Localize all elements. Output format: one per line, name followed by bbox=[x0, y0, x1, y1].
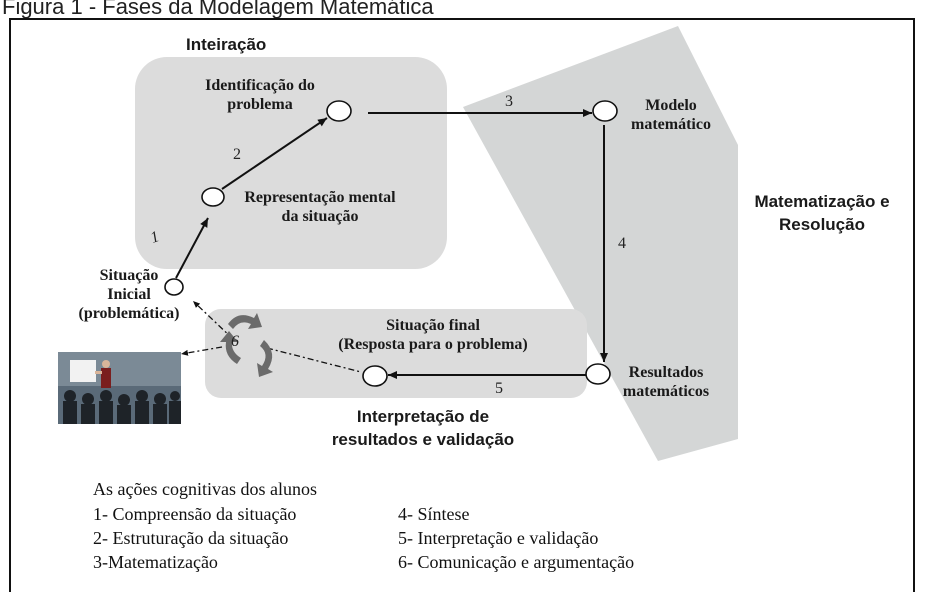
label-identificacao-line1: Identificação do bbox=[205, 77, 315, 94]
label-identificacao-line2: problema bbox=[227, 96, 293, 113]
edge-label-4: 4 bbox=[618, 235, 626, 252]
node-identificacao bbox=[326, 100, 352, 122]
phase-label-interpretacao-line2: resultados e validação bbox=[331, 430, 515, 449]
node-situacao-final bbox=[362, 365, 388, 387]
label-situacao-inicial: Situação Inicial (problemática) bbox=[70, 266, 188, 323]
legend-left-column: 1- Compreensão da situação 2- Estruturaç… bbox=[93, 502, 296, 574]
edge-6-to-final bbox=[266, 347, 362, 373]
phase-label-inteiracao: Inteiração bbox=[186, 35, 267, 54]
edge-2 bbox=[221, 117, 328, 190]
phase-label-interpretacao-line1: Interpretação de bbox=[356, 407, 490, 426]
edge-6-to-inicial bbox=[192, 300, 234, 340]
figure-caption: Figura 1 - Fases da Modelagem Matemática bbox=[2, 0, 434, 19]
label-resultados-line1: Resultados bbox=[628, 364, 704, 381]
phase-label-matematizacao-line1: Matematização e bbox=[754, 192, 890, 211]
phase-label-matematizacao-line2: Resolução bbox=[779, 215, 865, 234]
classroom-presentation-icon bbox=[58, 352, 181, 424]
label-situacao-final: Situação final (Resposta para o problema… bbox=[298, 316, 568, 354]
label-resultados: Resultados matemáticos bbox=[606, 363, 726, 401]
inteiracao-panel bbox=[135, 57, 447, 269]
cycle-arrows-icon bbox=[220, 313, 273, 377]
edge-label-2: 2 bbox=[233, 146, 241, 163]
matematizacao-panel bbox=[463, 26, 738, 461]
label-situacao-inicial-line1: Situação bbox=[99, 267, 159, 284]
phase-label-matematizacao: Matematização e Resolução bbox=[724, 190, 920, 236]
phase-label-interpretacao: Interpretação de resultados e validação bbox=[300, 405, 546, 451]
edge-label-5: 5 bbox=[495, 380, 503, 397]
node-situacao-inicial bbox=[164, 278, 184, 296]
label-situacao-inicial-line2: Inicial bbox=[107, 286, 151, 303]
label-resultados-line2: matemáticos bbox=[622, 383, 710, 400]
label-situacao-final-line1: Situação final bbox=[386, 317, 480, 334]
label-identificacao: Identificação do problema bbox=[180, 76, 340, 114]
label-modelo: Modelo matemático bbox=[616, 96, 726, 134]
label-situacao-inicial-line3: (problemática) bbox=[78, 305, 180, 322]
label-situacao-final-line2: (Resposta para o problema) bbox=[338, 336, 528, 353]
legend-item-1: 1- Compreensão da situação bbox=[93, 504, 297, 524]
label-modelo-line1: Modelo bbox=[645, 97, 697, 114]
figure-frame bbox=[9, 18, 915, 592]
node-resultados bbox=[585, 363, 611, 385]
node-representacao bbox=[201, 187, 225, 207]
label-representacao: Representação mental da situação bbox=[232, 188, 408, 226]
edge-label-6: 6 bbox=[231, 333, 239, 350]
label-representacao-line1: Representação mental bbox=[244, 189, 396, 206]
label-representacao-line2: da situação bbox=[281, 208, 359, 225]
legend-item-4: 4- Síntese bbox=[398, 504, 470, 524]
legend-item-3: 3-Matematização bbox=[93, 552, 218, 572]
edge-label-3: 3 bbox=[505, 93, 513, 110]
node-modelo bbox=[592, 100, 618, 122]
edge-1 bbox=[175, 217, 209, 279]
legend-right-column: 4- Síntese 5- Interpretação e validação … bbox=[398, 502, 634, 574]
legend-title: As ações cognitivas dos alunos bbox=[93, 479, 317, 499]
legend-item-6: 6- Comunicação e argumentação bbox=[398, 552, 635, 572]
legend-item-5: 5- Interpretação e validação bbox=[398, 528, 599, 548]
label-modelo-line2: matemático bbox=[631, 116, 711, 133]
legend-item-2: 2- Estruturação da situação bbox=[93, 528, 289, 548]
